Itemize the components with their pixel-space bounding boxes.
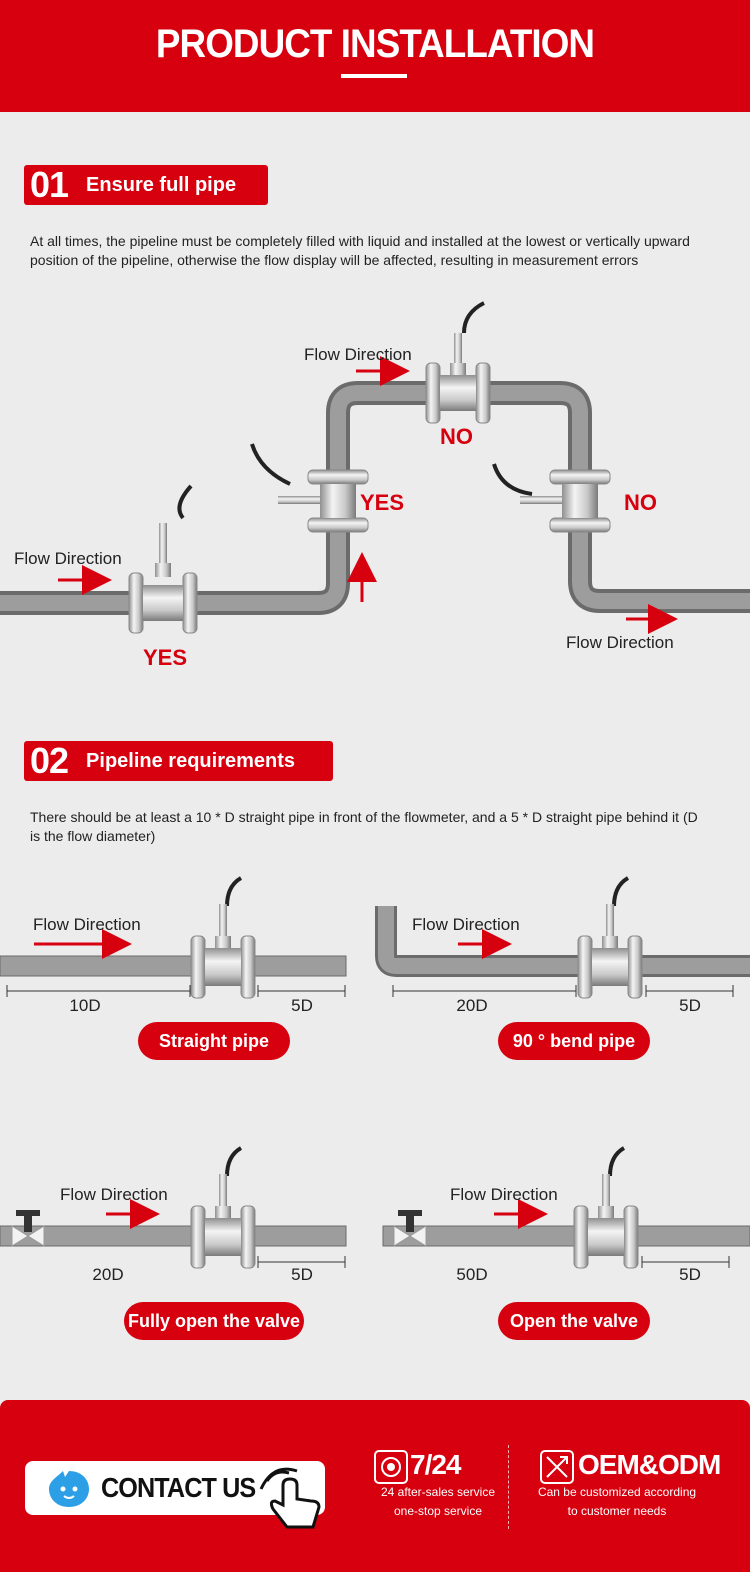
oem-line1: Can be customized according <box>537 1485 697 1499</box>
upstream-length: 50D <box>456 1265 487 1284</box>
section1-description: At all times, the pipeline must be compl… <box>30 233 690 268</box>
flow-direction-label: Flow Direction <box>450 1185 558 1204</box>
downstream-length: 5D <box>679 1265 701 1284</box>
flowmeter-icon <box>492 463 611 533</box>
flowmeter-icon <box>425 301 491 424</box>
footer-divider <box>508 1445 509 1529</box>
downstream-length: 5D <box>679 996 701 1015</box>
oem-feature: OEM&ODM Can be customized according to c… <box>534 1449 721 1521</box>
case-bend-pipe: Flow Direction 20D 5D <box>375 876 750 1015</box>
customize-tools-icon <box>540 1450 574 1484</box>
flow-direction-label: Flow Direction <box>304 345 412 364</box>
flowmeter-icon <box>250 443 369 533</box>
downstream-length: 5D <box>291 996 313 1015</box>
step-badge-01: 01 Ensure full pipe <box>24 164 268 205</box>
no-label: NO <box>624 490 657 515</box>
page-header: PRODUCT INSTALLATION <box>0 0 750 112</box>
step-number: 01 <box>30 164 69 205</box>
service-line2: one-stop service <box>393 1504 483 1518</box>
upstream-length: 20D <box>456 996 487 1015</box>
full-pipe-diagram: Flow Direction Flow Direction Flow Direc… <box>0 301 750 670</box>
flow-direction-label: Flow Direction <box>33 915 141 934</box>
service-line1: 24 after-sales service <box>380 1485 496 1499</box>
contact-us-button[interactable]: CONTACT US <box>25 1461 325 1529</box>
yes-label: YES <box>143 645 187 670</box>
case-label-pill: Straight pipe <box>138 1022 290 1060</box>
step-title: Pipeline requirements <box>86 749 296 772</box>
oem-title: OEM&ODM <box>578 1449 721 1480</box>
flowmeter-icon <box>128 484 198 634</box>
case-label-pill: Fully open the valve <box>124 1302 304 1340</box>
section2-description: There should be at least a 10 * D straig… <box>30 809 698 844</box>
chat-bubble-icon <box>49 1471 89 1507</box>
flow-direction-label: Flow Direction <box>412 915 520 934</box>
case-fully-open-valve: Flow Direction 20D 5D <box>0 1146 347 1284</box>
pointing-hand-icon <box>259 1467 321 1529</box>
contact-us-label: CONTACT US <box>101 1472 256 1503</box>
headset-icon <box>374 1450 408 1484</box>
title-underline <box>341 74 407 78</box>
upstream-length: 20D <box>92 1265 123 1284</box>
flow-direction-label: Flow Direction <box>566 633 674 652</box>
step-badge-02: 02 Pipeline requirements <box>24 740 333 781</box>
service-feature: 7/24 24 after-sales service one-stop ser… <box>368 1449 508 1521</box>
case-label-pill: Open the valve <box>498 1302 650 1340</box>
oem-line2: to customer needs <box>567 1504 667 1518</box>
page-title: PRODUCT INSTALLATION <box>155 22 595 66</box>
step-title: Ensure full pipe <box>86 173 237 196</box>
upstream-length: 10D <box>69 996 100 1015</box>
service-title: 7/24 <box>410 1449 462 1480</box>
step-number: 02 <box>30 740 69 781</box>
yes-label: YES <box>360 490 404 515</box>
case-label-pill: 90 ° bend pipe <box>498 1022 650 1060</box>
case-straight-pipe: Flow Direction 10D 5D <box>0 876 347 1015</box>
flow-direction-label: Flow Direction <box>60 1185 168 1204</box>
flow-direction-label: Flow Direction <box>14 549 122 568</box>
downstream-length: 5D <box>291 1265 313 1284</box>
case-open-valve: Flow Direction 50D 5D <box>382 1146 750 1284</box>
no-label: NO <box>440 424 473 449</box>
pipeline-requirements-diagram: Flow Direction 10D 5D Flow Direction 20D… <box>0 876 750 1284</box>
